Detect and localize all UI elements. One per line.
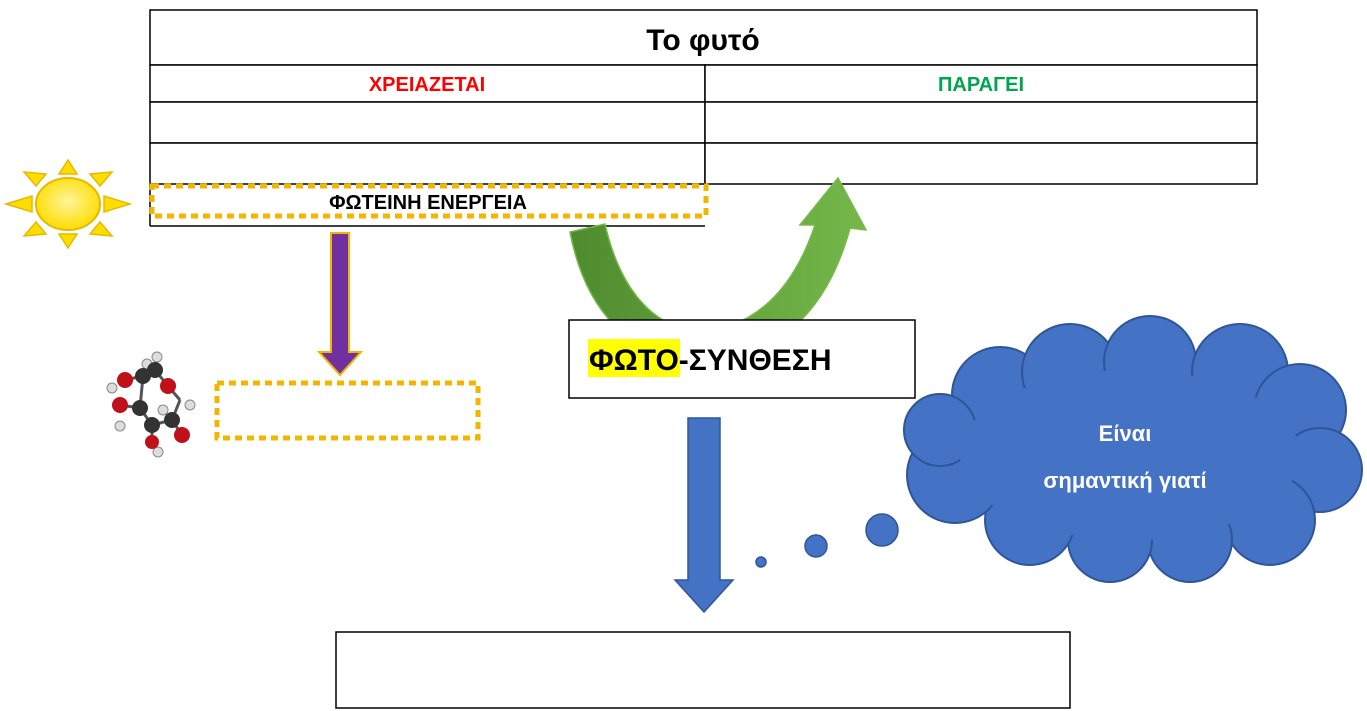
answer-box[interactable] <box>335 631 1071 709</box>
produces-header-cell <box>704 64 1258 103</box>
table-title-cell <box>149 9 1258 66</box>
table-title: Το φυτό <box>646 24 759 57</box>
light-energy-label: ΦΩΤΕΙΝΗ ΕΝΕΡΓΕΙΑ <box>329 192 527 214</box>
cloud-shape <box>903 315 1363 583</box>
glucose-molecule-icon <box>106 351 196 458</box>
blue-down-arrow <box>673 417 735 614</box>
thought-dot-large <box>865 513 899 547</box>
produces-cell-2[interactable] <box>704 142 1258 185</box>
needs-header-cell <box>149 64 706 103</box>
sun-icon <box>3 158 133 250</box>
cloud-line-2: σημαντική γιατί <box>1043 468 1206 493</box>
plant-table: Το φυτό ΧΡΕΙΑΖΕΤΑΙ ΠΑΡΑΓΕΙ ΦΩΤΕΙΝΗ ΕΝΕΡΓ… <box>149 9 1258 227</box>
cloud-line-1: Είναι <box>1099 421 1152 446</box>
needs-cell-1[interactable] <box>149 101 706 144</box>
needs-cell-2[interactable] <box>149 142 706 185</box>
needs-header: ΧΡΕΙΑΖΕΤΑΙ <box>369 74 485 96</box>
purple-down-arrow <box>316 232 364 377</box>
product-dashed-box[interactable] <box>214 380 481 441</box>
light-energy-dashed-box <box>149 183 709 219</box>
thought-dot-small <box>755 556 767 568</box>
produces-cell-1[interactable] <box>704 101 1258 144</box>
thought-dot-medium <box>804 534 828 558</box>
photo-part: ΦΩΤΟ <box>589 344 679 377</box>
synthesis-part: -ΣΥΝΘΕΣΗ <box>679 344 832 377</box>
photosynthesis-label: ΦΩΤΟ-ΣΥΝΘΕΣΗ <box>589 344 831 377</box>
produces-header: ΠΑΡΑΓΕΙ <box>938 74 1024 96</box>
photo-highlight <box>588 339 680 377</box>
